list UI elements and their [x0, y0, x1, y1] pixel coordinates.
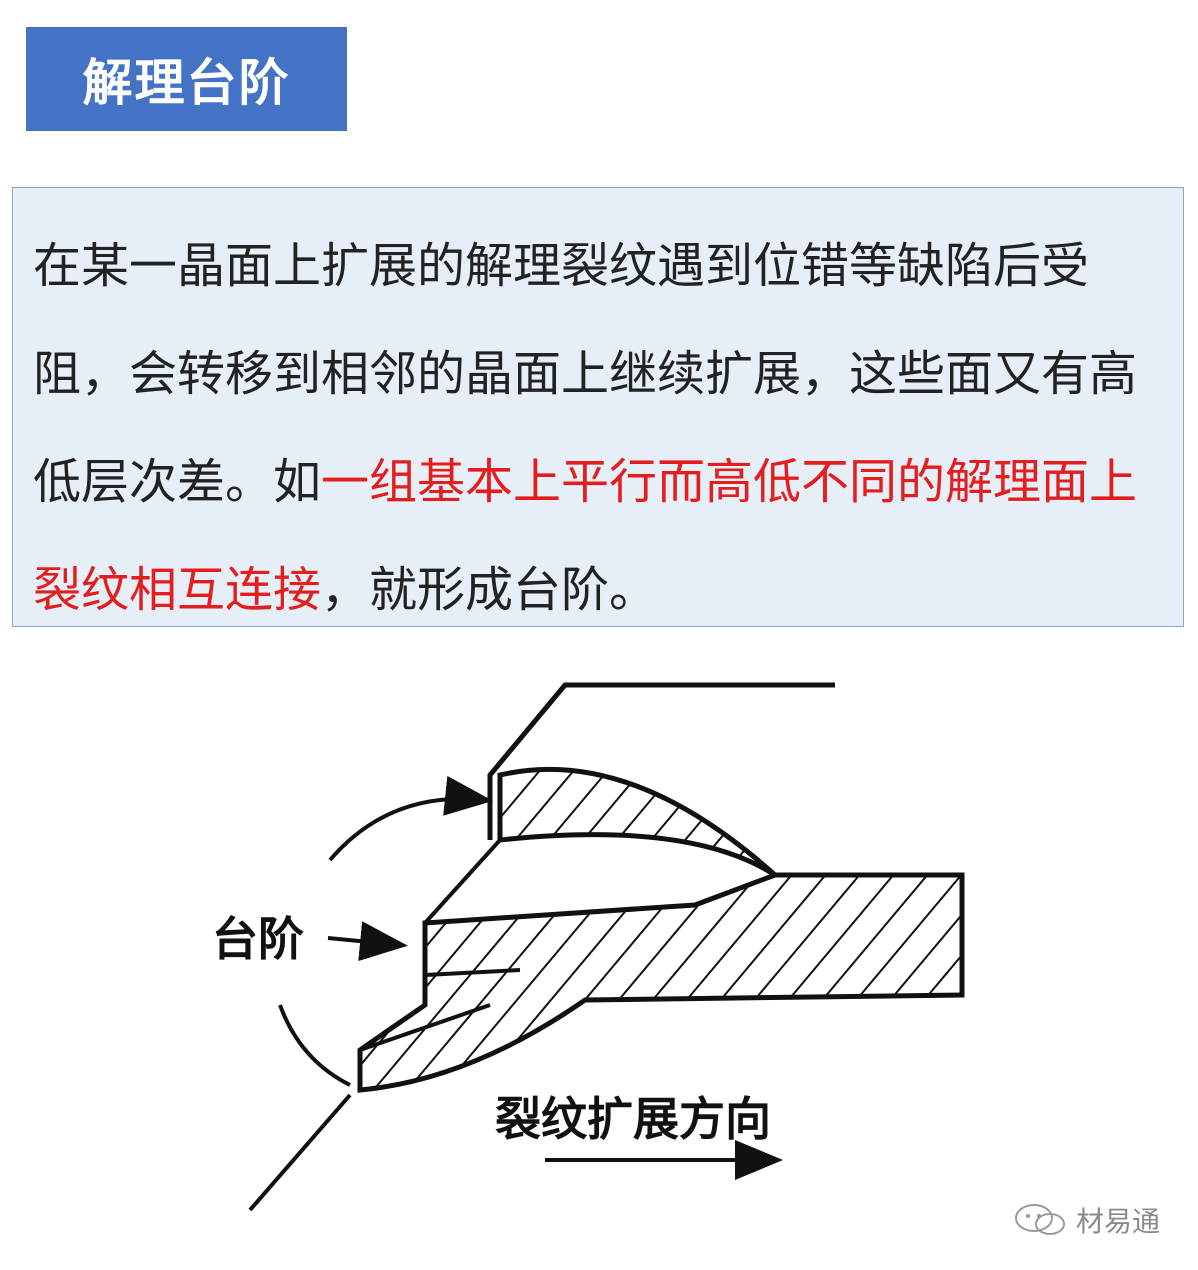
- section-title: 解理台阶: [26, 27, 347, 131]
- main-cleavage-body: [357, 872, 965, 1093]
- description-text: 在某一晶面上扩展的解理裂纹遇到位错等缺陷后受阻，会转移到相邻的晶面上继续扩展，这…: [33, 212, 1165, 644]
- crack-line: [248, 1093, 352, 1212]
- description-part1: 在某一晶面上扩展的解理裂纹遇到位错等缺陷后受阻，会转移到相邻的晶面上继续扩展，这…: [33, 238, 1138, 510]
- wechat-logo-icon: [1015, 1204, 1065, 1235]
- description-highlight: 一组基本上平行而高低不同的解理面上裂纹相互连接: [33, 454, 1138, 618]
- cleavage-step-diagram: 台阶 裂纹扩展方向: [190, 660, 1010, 1220]
- description-part2: ，就形成台阶。: [321, 562, 658, 618]
- step-label: 台阶: [212, 912, 304, 966]
- inner-slope-line: [423, 838, 502, 925]
- description-box: 在某一晶面上扩展的解理裂纹遇到位错等缺陷后受阻，会转移到相邻的晶面上继续扩展，这…: [12, 187, 1184, 627]
- direction-label: 裂纹扩展方向: [495, 1092, 771, 1146]
- watermark: 材易通: [1012, 1200, 1160, 1240]
- step-label-arrow: [327, 921, 408, 962]
- upper-cleavage-plane: [497, 766, 777, 878]
- step-edge-lines: [359, 923, 521, 1052]
- watermark-text: 材易通: [1076, 1205, 1161, 1238]
- upper-curved-arrow: [328, 775, 493, 862]
- lower-curved-arc: [278, 1004, 351, 1087]
